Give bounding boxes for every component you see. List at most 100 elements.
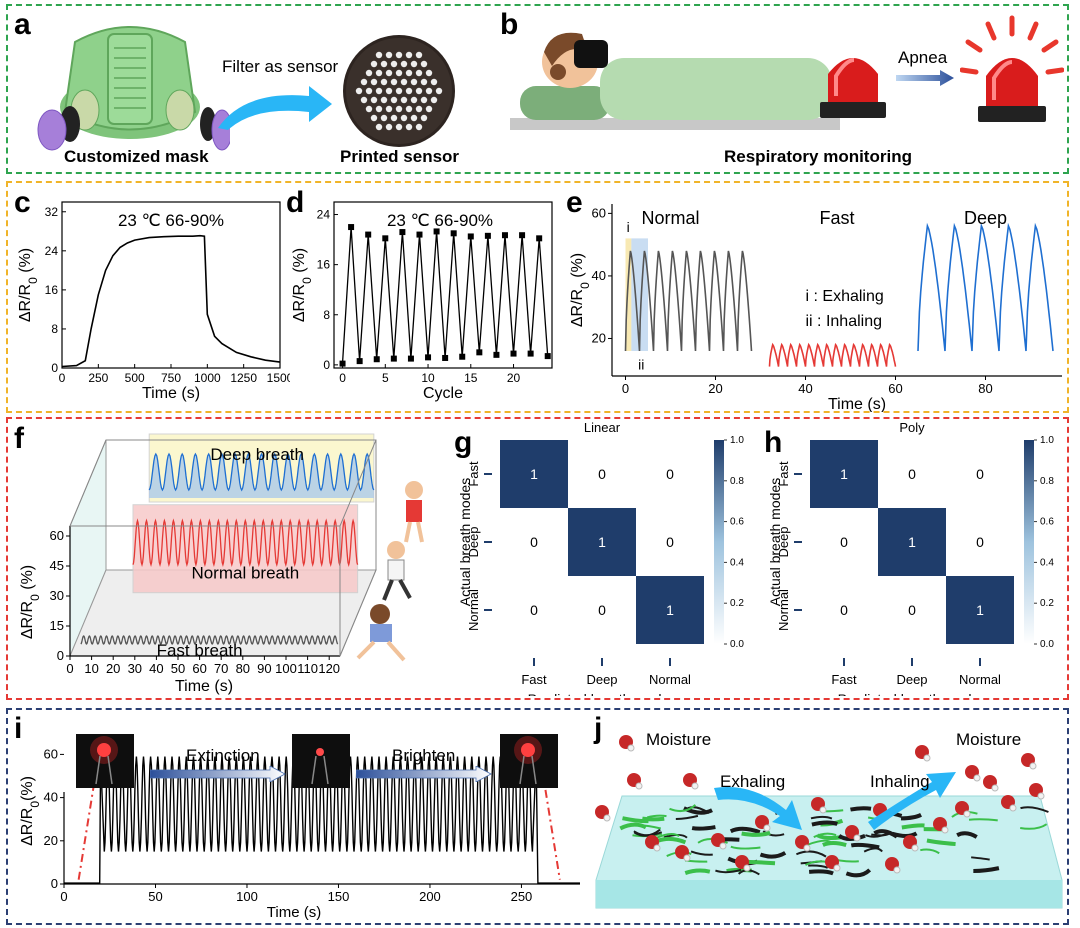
hydrogen-atom <box>893 866 901 874</box>
colorbar-tick-label: 1.0 <box>730 435 744 446</box>
chart-title: Linear <box>584 420 621 435</box>
y-tick-label: 8 <box>323 308 330 322</box>
hydrogen-atom <box>683 854 691 862</box>
x-tick-label: 5 <box>382 371 389 385</box>
x-axis-label: Cycle <box>423 385 463 402</box>
sensor-hole <box>355 87 363 95</box>
y-tick-label: 30 <box>50 588 64 603</box>
patient-bed-illustration <box>510 32 886 130</box>
heatmap-value: 1 <box>976 602 984 618</box>
x-tick-label: 110 <box>297 661 318 676</box>
chart-c: 025050075010001250150008162432Time (s)ΔR… <box>17 201 290 402</box>
hydrogen-atom <box>923 754 931 762</box>
heatmap-cell <box>636 440 704 508</box>
heatmap-value: 1 <box>908 534 916 550</box>
sensor-hole <box>365 105 373 113</box>
x-tick-label: 60 <box>888 381 902 396</box>
hydrogen-atom <box>763 824 771 832</box>
x-tick-label: 0 <box>339 371 346 385</box>
hydrogen-atom <box>1029 762 1037 770</box>
x-tick-label: 750 <box>161 371 181 385</box>
data-point <box>450 230 457 237</box>
x-tick-label: Fast <box>521 672 547 687</box>
series-deep <box>917 222 1054 352</box>
y-tick-label: Normal <box>776 589 791 631</box>
fiber <box>1020 823 1048 830</box>
y-tick-label: 40 <box>592 268 606 283</box>
colorbar-tick-label: 0.0 <box>730 639 744 650</box>
x-tick-label: 15 <box>464 371 478 385</box>
data-point <box>501 232 508 239</box>
sensor-hole <box>410 96 418 104</box>
x-tick-label: 20 <box>708 381 722 396</box>
sensor-hole <box>365 69 373 77</box>
heatmap-cell <box>568 576 636 644</box>
y-tick-label: 15 <box>50 618 64 633</box>
heatmap-value: 0 <box>666 466 674 482</box>
sensor-hole <box>420 60 428 68</box>
sensor-hole <box>420 78 428 86</box>
x-tick-label: 50 <box>148 889 162 904</box>
fiber <box>813 832 837 839</box>
heatmap-value: 1 <box>530 466 538 482</box>
heatmap-value: 0 <box>840 534 848 550</box>
data-point <box>382 235 389 242</box>
x-axis-label: Time (s) <box>828 396 886 412</box>
y-tick-label: 32 <box>45 205 59 219</box>
fiber <box>729 826 761 835</box>
data-point <box>425 354 432 361</box>
x-tick-label: 40 <box>798 381 812 396</box>
fiber <box>973 866 1000 873</box>
data-point <box>399 229 406 236</box>
heatmap-cell <box>636 508 704 576</box>
fiber <box>920 848 940 855</box>
mask-illustration <box>37 26 230 151</box>
heatmap-value: 0 <box>908 602 916 618</box>
x-axis-label: Time (s) <box>267 904 321 921</box>
y-axis-label: ΔR/R0 (%) <box>19 565 42 639</box>
colorbar-tick-label: 0.8 <box>730 476 744 487</box>
heatmap-value: 0 <box>598 602 606 618</box>
fiber <box>873 829 899 839</box>
series-deep-breath <box>148 452 375 492</box>
y-tick-label: Normal <box>466 589 481 631</box>
colorbar-tick-label: 0.8 <box>1040 476 1054 487</box>
series-fast <box>768 342 897 367</box>
y-tick-label: 16 <box>317 258 331 272</box>
heatmap-value: 0 <box>666 534 674 550</box>
x-tick-label: Fast <box>831 672 857 687</box>
hydrogen-atom <box>853 834 861 842</box>
x-tick-label: 0 <box>59 371 66 385</box>
y-tick-label: 60 <box>44 746 58 761</box>
y-tick-label: 60 <box>592 205 606 220</box>
sensor-hole <box>410 60 418 68</box>
heatmap-cell <box>636 576 704 644</box>
sensor-hole <box>390 96 398 104</box>
heatmap-value: 0 <box>530 534 538 550</box>
led-photo-bright <box>500 734 558 788</box>
fiber <box>811 820 838 827</box>
data-point <box>484 232 491 239</box>
heatmap-cell <box>810 508 878 576</box>
panel-box-ij <box>6 708 1069 925</box>
heatmap-cell <box>878 440 946 508</box>
led-photo-on <box>76 734 134 788</box>
colorbar-tick-label: 0.6 <box>730 517 744 528</box>
panel-label-b: b <box>500 8 519 41</box>
y-tick-label: 8 <box>51 322 58 336</box>
data-point <box>536 235 543 242</box>
hydrogen-atom <box>973 774 981 782</box>
fiber <box>850 842 880 850</box>
moisture-network-illustration <box>595 735 1063 909</box>
panel-box-cde <box>6 181 1069 413</box>
fiber <box>619 822 647 831</box>
fiber <box>657 836 687 845</box>
heatmap-value: 1 <box>666 602 674 618</box>
y-tick-label: 60 <box>50 528 64 543</box>
chart-title: Poly <box>899 420 925 435</box>
x-tick-label: 40 <box>149 661 163 676</box>
